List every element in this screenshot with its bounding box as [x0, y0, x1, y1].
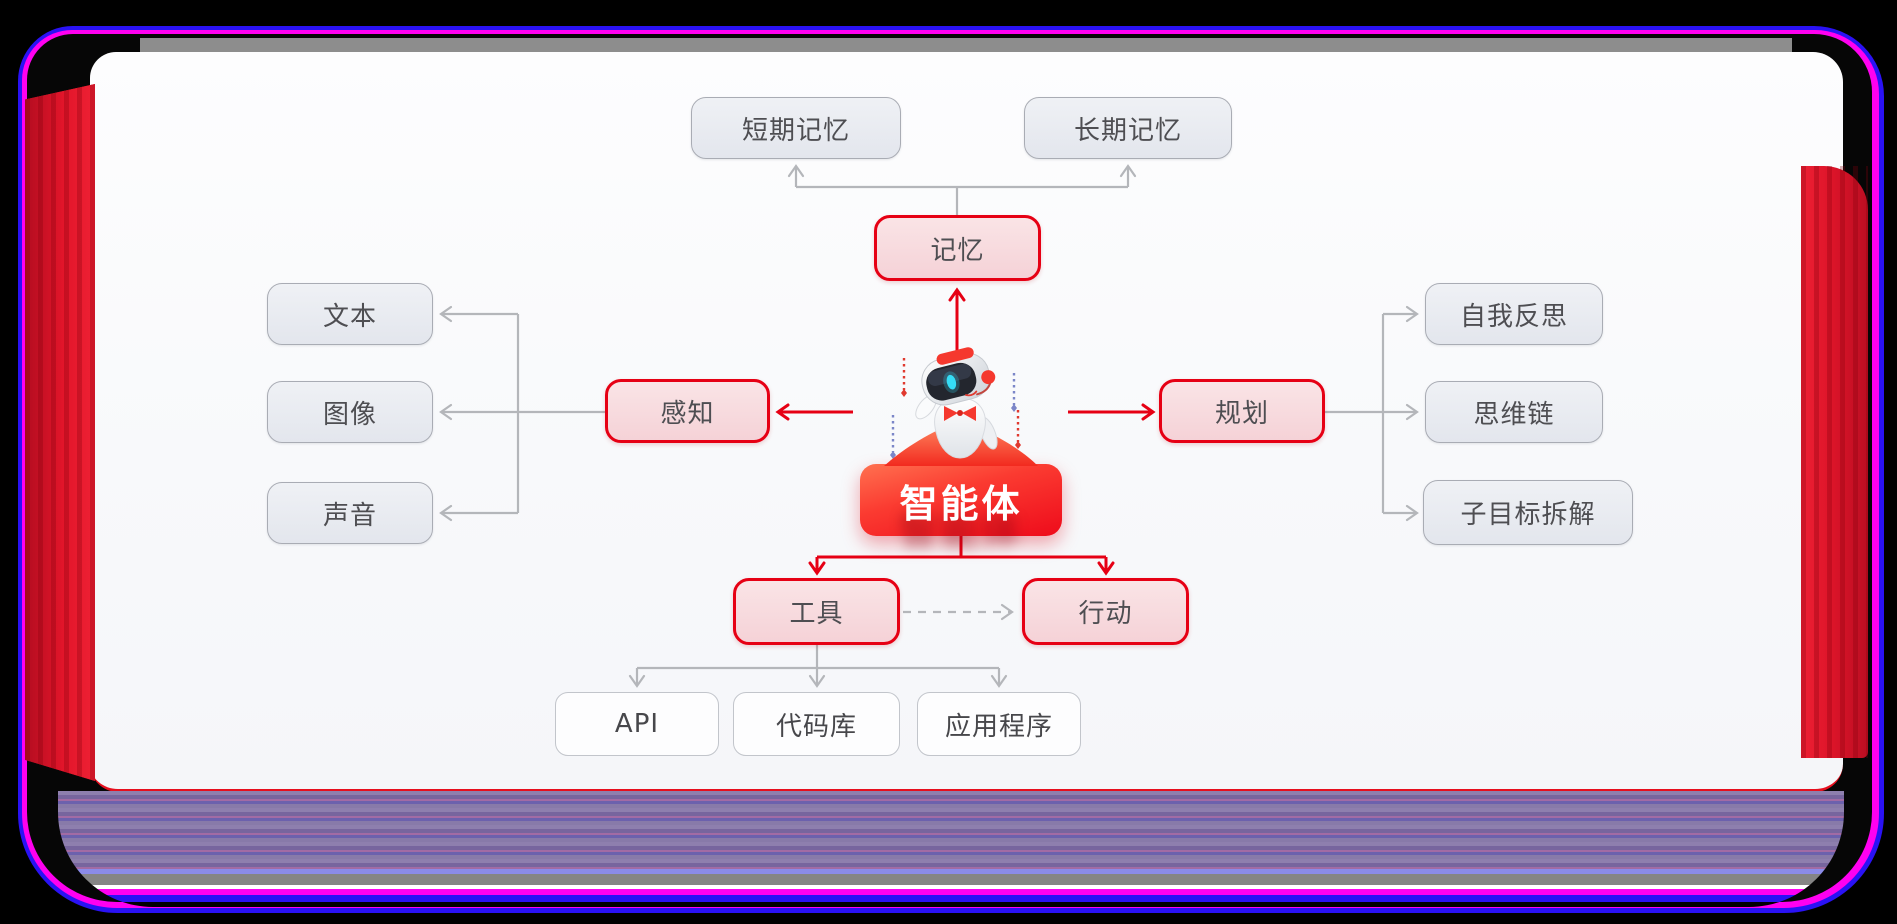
- node-subgoal-decomposition: 子目标拆解: [1423, 480, 1633, 545]
- node-sound: 声音: [267, 482, 433, 544]
- node-label: 应用程序: [944, 711, 1053, 742]
- node-code-library: 代码库: [733, 692, 900, 756]
- node-image: 图像: [267, 381, 433, 443]
- node-action: 行动: [1022, 578, 1189, 645]
- node-label: 子目标拆解: [1460, 500, 1596, 530]
- node-planning: 规划: [1159, 379, 1325, 443]
- bottom-glitch-stack: [58, 791, 1844, 907]
- node-label: 工具: [789, 599, 844, 629]
- node-label: 长期记忆: [1073, 115, 1182, 146]
- node-short-term-memory: 短期记忆: [691, 97, 901, 159]
- node-label: 短期记忆: [741, 115, 850, 146]
- node-api: API: [555, 692, 719, 756]
- node-text: 文本: [267, 283, 433, 345]
- node-label: 声音: [322, 500, 377, 531]
- node-agent: 智能体: [860, 464, 1062, 536]
- node-label: 思维链: [1473, 399, 1555, 430]
- node-label: API: [614, 709, 660, 739]
- node-label: 图像: [322, 399, 377, 430]
- node-perception: 感知: [605, 379, 770, 443]
- node-label: 自我反思: [1459, 301, 1568, 332]
- node-chain-of-thought: 思维链: [1425, 381, 1603, 443]
- red-frame-left: [25, 84, 95, 781]
- node-label: 文本: [322, 301, 377, 332]
- node-tools: 工具: [733, 578, 900, 645]
- node-self-reflection: 自我反思: [1425, 283, 1603, 345]
- node-memory: 记忆: [874, 215, 1041, 281]
- node-label: 行动: [1078, 599, 1133, 629]
- node-label: 规划: [1214, 398, 1269, 429]
- node-label: 记忆: [930, 235, 985, 266]
- top-gray-band: [140, 38, 1792, 53]
- agent-label: 智能体: [899, 481, 1023, 526]
- node-long-term-memory: 长期记忆: [1024, 97, 1232, 159]
- node-label: 感知: [660, 398, 715, 429]
- node-application: 应用程序: [917, 692, 1081, 756]
- node-label: 代码库: [775, 711, 857, 742]
- red-frame-right: [1801, 166, 1868, 758]
